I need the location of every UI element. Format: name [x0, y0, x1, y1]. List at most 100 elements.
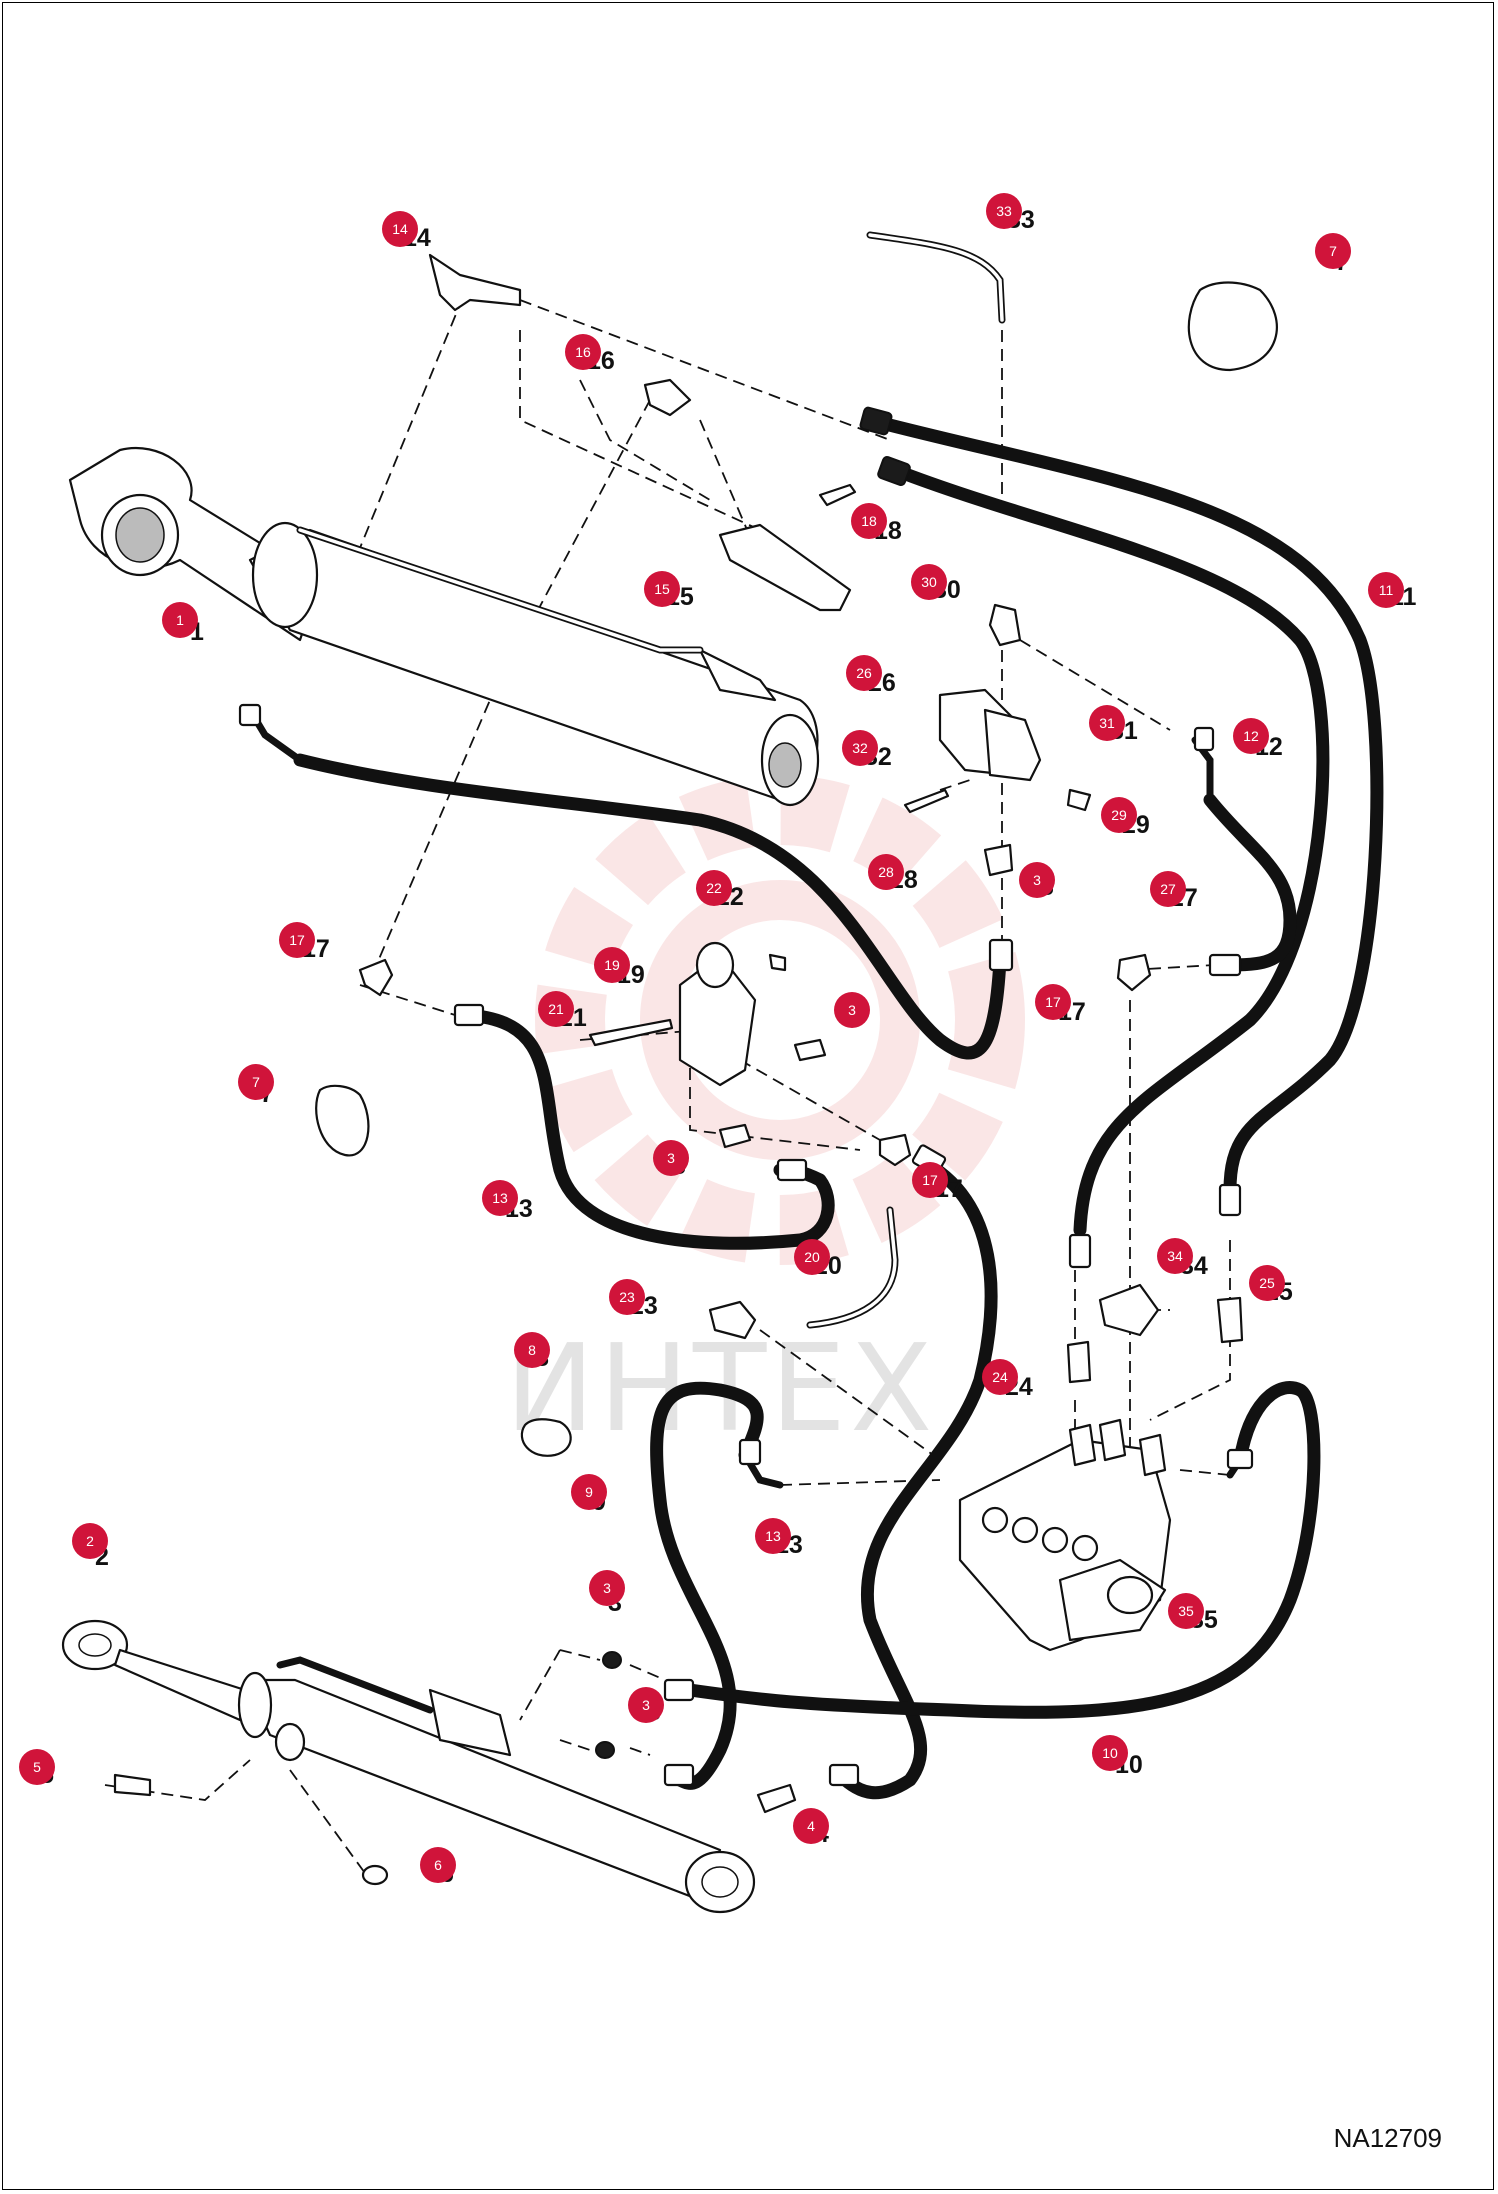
callout-badge[interactable]: 7: [1315, 233, 1351, 269]
callout-badge[interactable]: 14: [382, 211, 418, 247]
callout-badge[interactable]: 31: [1089, 705, 1125, 741]
callout-2[interactable]: 22: [72, 1523, 109, 1571]
callout-badge[interactable]: 16: [565, 334, 601, 370]
callout-badge[interactable]: 9: [571, 1474, 607, 1510]
badge-label: 19: [604, 957, 620, 973]
badge-circle: [834, 992, 870, 1028]
callout-1[interactable]: 11: [162, 602, 204, 646]
callout-6[interactable]: 66: [420, 1847, 456, 1888]
callout-7[interactable]: 77: [238, 1064, 274, 1108]
callout-9[interactable]: 99: [571, 1474, 607, 1516]
callout-25[interactable]: 2525: [1249, 1265, 1293, 1306]
callout-8[interactable]: 88: [514, 1332, 550, 1372]
callout-7[interactable]: 77: [1315, 233, 1351, 276]
hose-fittings: [238, 406, 1254, 1787]
badge-circle: [644, 571, 680, 607]
callout-3[interactable]: 33: [1019, 862, 1055, 901]
callout-badge[interactable]: 4: [793, 1808, 829, 1844]
callout-5[interactable]: 55: [19, 1749, 55, 1789]
callout-badge[interactable]: 2: [72, 1523, 108, 1559]
callout-badge[interactable]: 3: [628, 1687, 664, 1723]
callout-badge[interactable]: 3: [1019, 862, 1055, 898]
hose-13-upper: [458, 1008, 835, 1250]
callout-badge[interactable]: 29: [1101, 797, 1137, 833]
callout-badge[interactable]: 11: [1368, 572, 1404, 608]
callout-badge[interactable]: 22: [696, 870, 732, 906]
callout-badge[interactable]: 3: [653, 1140, 689, 1176]
callout-3[interactable]: 33: [834, 992, 870, 1031]
callout-badge[interactable]: 21: [538, 991, 574, 1027]
callout-badge[interactable]: 17: [1035, 984, 1071, 1020]
callout-badge[interactable]: 10: [1092, 1735, 1128, 1771]
callout-badge[interactable]: 15: [644, 571, 680, 607]
badge-circle: [846, 655, 882, 691]
callout-badge[interactable]: 18: [851, 503, 887, 539]
callout-badge[interactable]: 17: [912, 1162, 948, 1198]
callout-badge[interactable]: 27: [1150, 871, 1186, 907]
callout-badge[interactable]: 33: [986, 193, 1022, 229]
callout-3[interactable]: 33: [653, 1140, 689, 1180]
badge-label: 17: [1045, 994, 1061, 1010]
cylinder-1: [68, 447, 820, 807]
badge-label: 4: [807, 1818, 815, 1834]
callout-badge[interactable]: 8: [514, 1332, 550, 1368]
callout-badge[interactable]: 19: [594, 947, 630, 983]
callout-4[interactable]: 44: [793, 1808, 829, 1848]
callout-badge[interactable]: 13: [482, 1180, 518, 1216]
callout-3[interactable]: 33: [589, 1570, 625, 1617]
callout-badge[interactable]: 25: [1249, 1265, 1285, 1301]
callout-badge[interactable]: 1: [162, 602, 198, 638]
callout-badge[interactable]: 28: [868, 854, 904, 890]
callout-3[interactable]: 33: [628, 1687, 664, 1726]
callout-badge[interactable]: 7: [238, 1064, 274, 1100]
callout-badge[interactable]: 3: [589, 1570, 625, 1606]
callout-badge[interactable]: 3: [834, 992, 870, 1028]
badge-circle: [565, 334, 601, 370]
callout-badge[interactable]: 35: [1168, 1593, 1204, 1629]
callout-badge[interactable]: 6: [420, 1847, 456, 1883]
callout-badge[interactable]: 23: [609, 1279, 645, 1315]
callout-badge[interactable]: 32: [842, 730, 878, 766]
valve-block-15: [718, 523, 852, 612]
callout-badge[interactable]: 24: [982, 1359, 1018, 1395]
callout-badge[interactable]: 13: [755, 1518, 791, 1554]
callout-badge[interactable]: 20: [794, 1239, 830, 1275]
callout-badge[interactable]: 30: [911, 564, 947, 600]
callout-badge[interactable]: 5: [19, 1749, 55, 1785]
callout-badge[interactable]: 17: [279, 922, 315, 958]
callout-badge[interactable]: 12: [1233, 718, 1269, 754]
callout-badge[interactable]: 34: [1157, 1238, 1193, 1274]
callout-badge[interactable]: 26: [846, 655, 882, 691]
clamp-7a: [1187, 281, 1278, 372]
badge-circle: [653, 1140, 689, 1176]
badge-circle: [609, 1279, 645, 1315]
